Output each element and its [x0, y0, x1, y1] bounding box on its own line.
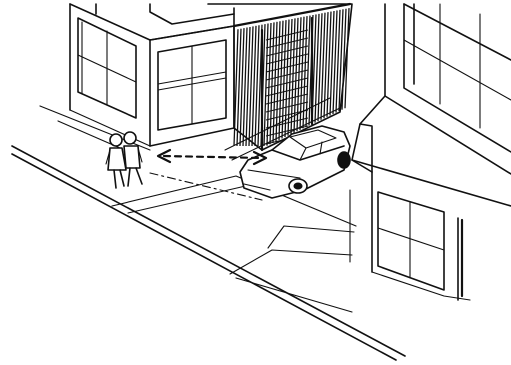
curb-line-outer [12, 146, 405, 356]
right-storefront-window [378, 192, 444, 290]
corner-bay [150, 26, 234, 146]
crosswalk-line-2 [128, 185, 250, 213]
pedestrian-right [124, 132, 142, 186]
hatch-cross-stroke [266, 46, 308, 56]
corner-building-parapet [150, 4, 234, 24]
pedestrian-right-body [124, 146, 140, 168]
curb-line-inner [12, 154, 396, 360]
hatch-cross-stroke [266, 30, 308, 40]
distance-arrow-shaft [164, 156, 262, 158]
street-line-lower [236, 278, 352, 312]
corner-line-2 [230, 250, 352, 274]
pedestrian-left-body [108, 148, 126, 170]
right-upper-window-mullion [404, 40, 511, 100]
hatch-cross-stroke [266, 38, 308, 48]
car-rear-wheel [338, 152, 350, 168]
right-storefront-mullion-h [378, 228, 444, 250]
pedestrian-right-legs [128, 168, 142, 186]
car-front-hub [294, 183, 302, 189]
hatch-cross-stroke [266, 102, 308, 112]
right-storefront-top [352, 160, 511, 206]
corner-line [268, 226, 354, 248]
hatch-cross-stroke [266, 110, 308, 120]
pedestrian-right-head [124, 132, 136, 144]
right-storefront-base [372, 272, 470, 300]
pedestrian-left [106, 134, 126, 188]
right-upper-top [404, 4, 511, 60]
right-building-edge [352, 4, 385, 172]
right-upper-window-frame [404, 4, 511, 152]
right-building-ledge [385, 96, 511, 174]
pedestrian-left-legs [114, 170, 124, 188]
hatching [234, 8, 349, 146]
corner-building-top [150, 8, 234, 40]
right-building [350, 4, 511, 300]
pedestrian-left-head [110, 134, 122, 146]
